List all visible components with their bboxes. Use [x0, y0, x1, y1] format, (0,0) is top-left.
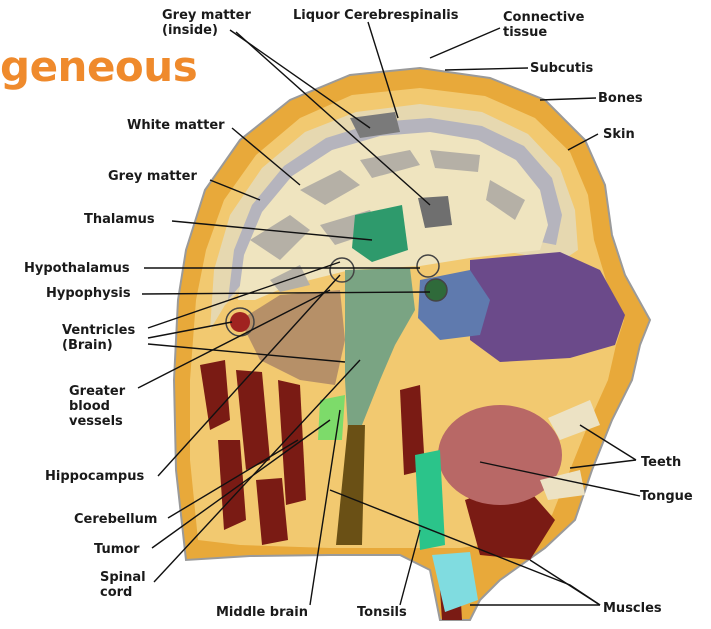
label-cerebellum: Cerebellum [74, 512, 157, 527]
label-tumor: Tumor [94, 542, 140, 557]
label-skin: Skin [603, 127, 635, 142]
label-ventricles: Ventricles (Brain) [62, 323, 135, 353]
tonsils-region [415, 450, 445, 550]
label-grey-matter: Grey matter [108, 169, 197, 184]
page-title: geneous [0, 43, 197, 91]
label-greater-blood-vessels: Greater blood vessels [69, 384, 125, 429]
label-tonsils: Tonsils [357, 605, 407, 620]
hypophysis-marker [425, 279, 447, 301]
ventricle-region [230, 312, 250, 332]
label-tongue: Tongue [640, 489, 693, 504]
label-hypophysis: Hypophysis [46, 286, 131, 301]
label-hippocampus: Hippocampus [45, 469, 144, 484]
label-thalamus: Thalamus [84, 212, 155, 227]
label-hypothalamus: Hypothalamus [24, 261, 130, 276]
label-spinal-cord: Spinal cord [100, 570, 146, 600]
label-bones: Bones [598, 91, 643, 106]
label-white-matter: White matter [127, 118, 225, 133]
label-middle-brain: Middle brain [216, 605, 308, 620]
tongue-region [438, 405, 562, 505]
label-grey-matter-inside: Grey matter (inside) [162, 8, 251, 38]
label-subcutis: Subcutis [530, 61, 593, 76]
label-liquor: Liquor Cerebrespinalis [293, 8, 458, 23]
label-connective-tissue: Connective tissue [503, 10, 584, 40]
label-muscles: Muscles [603, 601, 662, 616]
label-teeth: Teeth [641, 455, 681, 470]
